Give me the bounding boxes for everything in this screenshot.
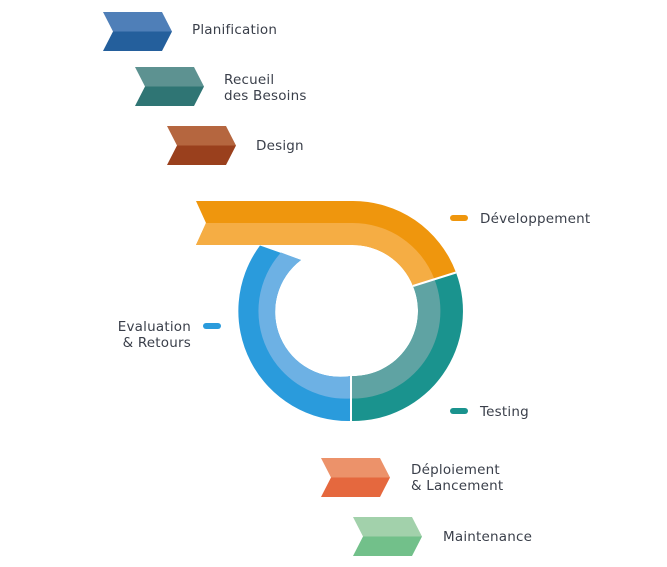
cycle-developpement-inner bbox=[196, 222, 435, 286]
chevron-maintenance-top bbox=[353, 517, 422, 537]
chevron-maintenance bbox=[353, 517, 422, 556]
label-testing: Testing bbox=[480, 404, 529, 420]
label-planification: Planification bbox=[192, 22, 277, 38]
label-planification-line1: Planification bbox=[192, 22, 278, 38]
chevron-planification-bottom bbox=[103, 31, 172, 51]
label-deploiement-line2: & Lancement bbox=[411, 478, 504, 494]
separator-orange-teal bbox=[412, 271, 457, 287]
cycle-evaluation-inner bbox=[258, 252, 351, 399]
label-deploiement: Déploiement & Lancement bbox=[411, 462, 503, 494]
cycle-evaluation bbox=[238, 245, 351, 422]
chevron-planification bbox=[103, 12, 172, 51]
label-testing-line1: Testing bbox=[480, 404, 529, 420]
label-evaluation: Evaluation & Retours bbox=[100, 319, 191, 351]
label-recueil-line2: des Besoins bbox=[224, 88, 307, 104]
chevron-recueil-bottom bbox=[135, 86, 204, 106]
marker-developpement bbox=[450, 215, 468, 221]
label-developpement-line1: Développement bbox=[480, 211, 591, 227]
chevron-design-top bbox=[167, 126, 236, 146]
chevron-planification-top bbox=[103, 12, 172, 32]
chevron-design-bottom bbox=[167, 145, 236, 165]
marker-evaluation bbox=[203, 323, 221, 329]
label-deploiement-line1: Déploiement bbox=[411, 462, 500, 478]
chevron-recueil-top bbox=[135, 67, 204, 87]
label-recueil-line1: Recueil bbox=[224, 72, 275, 88]
cycle-testing-inner bbox=[351, 279, 441, 399]
label-evaluation-line2: & Retours bbox=[122, 335, 191, 351]
label-evaluation-line1: Evaluation bbox=[117, 319, 191, 335]
cycle-testing-outer bbox=[351, 272, 463, 422]
label-maintenance: Maintenance bbox=[443, 529, 532, 545]
marker-testing bbox=[450, 408, 468, 414]
label-recueil: Recueil des Besoins bbox=[224, 72, 307, 104]
label-developpement: Développement bbox=[480, 211, 590, 227]
chevron-deploiement bbox=[321, 458, 390, 497]
label-design-line1: Design bbox=[256, 138, 304, 154]
cycle-developpement bbox=[196, 200, 456, 286]
chevron-deploiement-bottom bbox=[321, 477, 390, 497]
label-design: Design bbox=[256, 138, 304, 154]
cycle-testing bbox=[351, 272, 463, 422]
chevron-deploiement-top bbox=[321, 458, 390, 478]
chevron-maintenance-bottom bbox=[353, 536, 422, 556]
label-maintenance-line1: Maintenance bbox=[443, 529, 533, 545]
chevron-recueil bbox=[135, 67, 204, 106]
chevron-design bbox=[167, 126, 236, 165]
